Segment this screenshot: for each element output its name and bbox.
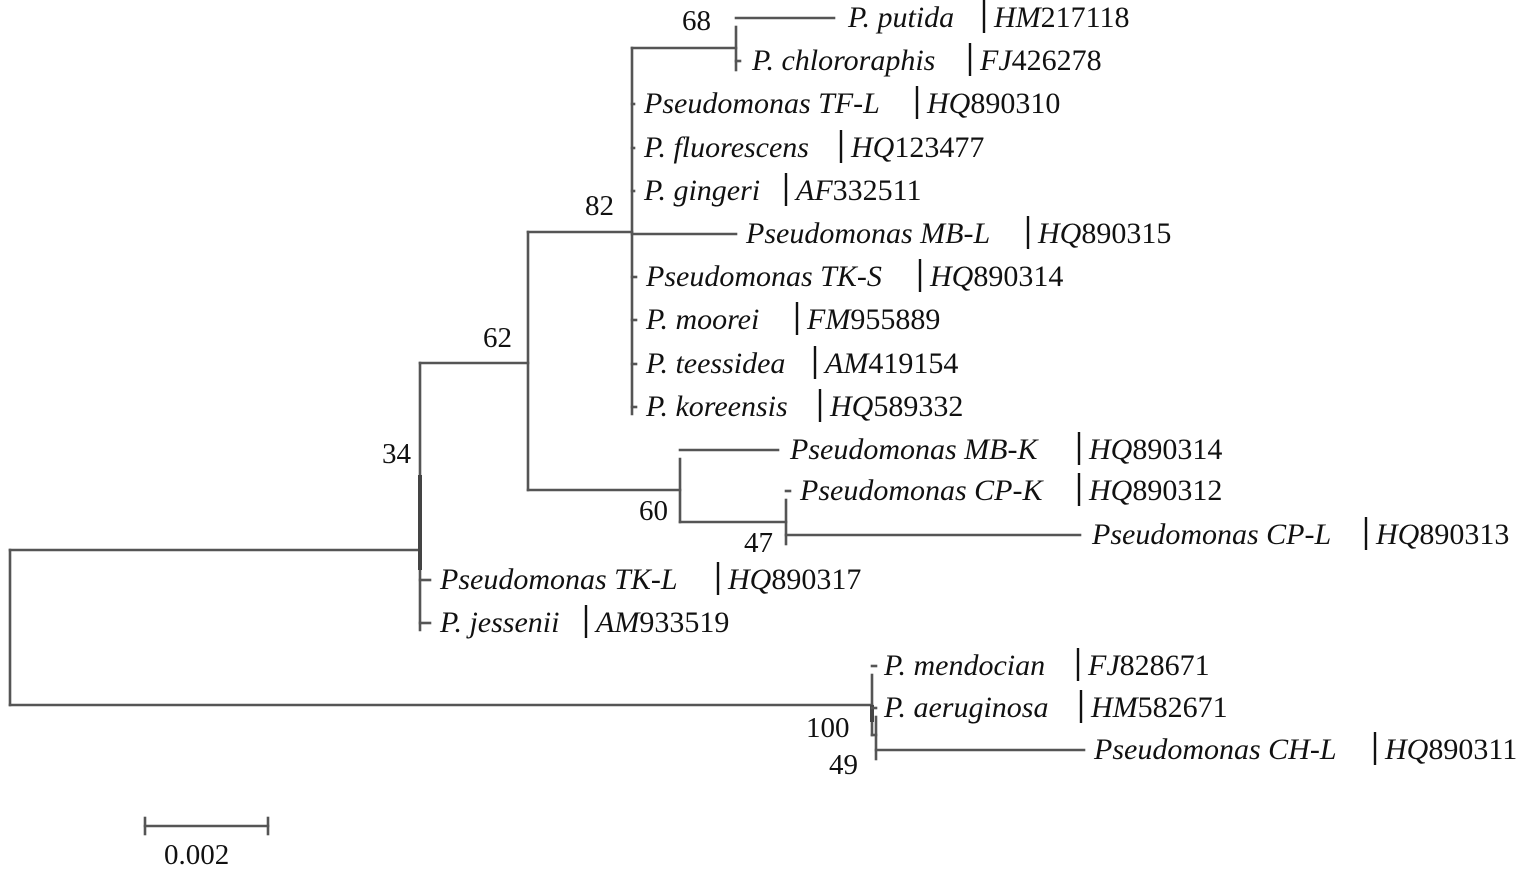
- accession-prefix: HQ: [850, 131, 895, 164]
- accession-number: 419154: [868, 347, 958, 380]
- leaf-accession: HQ890310: [926, 87, 1060, 120]
- accession-prefix: HQ: [1088, 433, 1133, 466]
- accession-prefix: HQ: [1384, 733, 1429, 766]
- leaf-accession: FM955889: [806, 303, 940, 336]
- leaf-name: Pseudomonas TF-L: [643, 87, 880, 120]
- accession-number: 890314: [1132, 433, 1222, 466]
- accession-prefix: FJ: [979, 44, 1013, 77]
- accession-prefix: HQ: [829, 390, 874, 423]
- accession-number: 890313: [1419, 518, 1509, 551]
- bootstrap-value: 47: [744, 527, 773, 559]
- leaf-name: P. putida: [847, 1, 954, 34]
- leaf-name: P. gingeri: [643, 174, 760, 207]
- accession-prefix: HQ: [1088, 474, 1133, 507]
- accession-prefix: AM: [823, 347, 870, 380]
- accession-number: 332511: [833, 174, 922, 207]
- leaf-accession: HQ589332: [829, 390, 963, 423]
- leaf-name: Pseudomonas MB-L: [745, 217, 990, 250]
- accession-number: 890315: [1081, 217, 1171, 250]
- leaf-name: Pseudomonas CP-K: [799, 474, 1044, 507]
- leaf-name: Pseudomonas CH-L: [1093, 733, 1337, 766]
- leaf-accession: FJ828671: [1087, 649, 1210, 682]
- leaf-accession: HM582671: [1090, 691, 1228, 724]
- leaf-accession: HQ890313: [1375, 518, 1509, 551]
- accession-number: 582671: [1138, 691, 1228, 724]
- bootstrap-value: 60: [639, 495, 668, 527]
- accession-prefix: HM: [993, 1, 1043, 34]
- accession-number: 123477: [894, 131, 984, 164]
- accession-number: 890312: [1132, 474, 1222, 507]
- accession-number: 955889: [850, 303, 940, 336]
- accession-number: 933519: [639, 606, 729, 639]
- leaf-accession: AM933519: [594, 606, 729, 639]
- leaf-accession: FJ426278: [979, 44, 1102, 77]
- leaf-accession: HM217118: [993, 1, 1130, 34]
- bootstrap-value: 62: [483, 322, 512, 354]
- leaf-accession: HQ890312: [1088, 474, 1222, 507]
- leaf-accession: HQ123477: [850, 131, 984, 164]
- leaf-name: Pseudomonas MB-K: [789, 433, 1039, 466]
- leaf-name: P. fluorescens: [643, 131, 809, 164]
- leaf-name: Pseudomonas CP-L: [1091, 518, 1331, 551]
- bootstrap-value: 100: [806, 712, 850, 744]
- leaf-accession: AF332511: [794, 174, 922, 207]
- leaf-name: P. koreensis: [645, 390, 788, 423]
- leaf-accession: HQ890317: [727, 563, 861, 596]
- accession-number: 828671: [1120, 649, 1210, 682]
- leaf-name: P. chlororaphis: [751, 44, 935, 77]
- scale-bar: 0.002: [143, 816, 270, 871]
- leaf-name: P. aeruginosa: [883, 691, 1048, 724]
- accession-number: 890310: [970, 87, 1060, 120]
- accession-prefix: HQ: [926, 87, 971, 120]
- accession-prefix: HQ: [929, 260, 974, 293]
- leaf-name: P. teessidea: [645, 347, 785, 380]
- bootstrap-value: 82: [585, 190, 614, 222]
- scale-bar-label: 0.002: [164, 839, 229, 871]
- accession-prefix: AM: [594, 606, 641, 639]
- bootstrap-value: 34: [382, 438, 412, 470]
- tree-branches: [8, 25, 878, 761]
- bootstrap-value: 68: [682, 5, 711, 37]
- leaf-name: Pseudomonas TK-S: [645, 260, 882, 293]
- accession-number: 890314: [973, 260, 1063, 293]
- accession-prefix: HQ: [727, 563, 772, 596]
- bootstrap-labels: 68 82 62 34 60 47 100 49: [382, 5, 858, 781]
- leaf-accession: HQ890314: [1088, 433, 1222, 466]
- accession-number: 890317: [771, 563, 861, 596]
- accession-number: 426278: [1012, 44, 1102, 77]
- leaf-name: P. mendocian: [883, 649, 1045, 682]
- leaf-name: P. moorei: [645, 303, 759, 336]
- leaf-name: P. jessenii: [439, 606, 559, 639]
- accession-prefix: HQ: [1375, 518, 1420, 551]
- accession-number: 217118: [1041, 1, 1130, 34]
- accession-prefix: FM: [806, 303, 852, 336]
- accession-prefix: AF: [794, 174, 833, 207]
- leaf-name: Pseudomonas TK-L: [439, 563, 678, 596]
- accession-prefix: HQ: [1037, 217, 1082, 250]
- accession-prefix: HM: [1090, 691, 1140, 724]
- leaf-accession: AM419154: [823, 347, 958, 380]
- accession-number: 890311: [1428, 733, 1517, 766]
- accession-number: 589332: [873, 390, 963, 423]
- bootstrap-value: 49: [829, 749, 858, 781]
- leaf-accession: HQ890311: [1384, 733, 1517, 766]
- leaf-accession: HQ890314: [929, 260, 1063, 293]
- accession-prefix: FJ: [1087, 649, 1121, 682]
- leaf-accession: HQ890315: [1037, 217, 1171, 250]
